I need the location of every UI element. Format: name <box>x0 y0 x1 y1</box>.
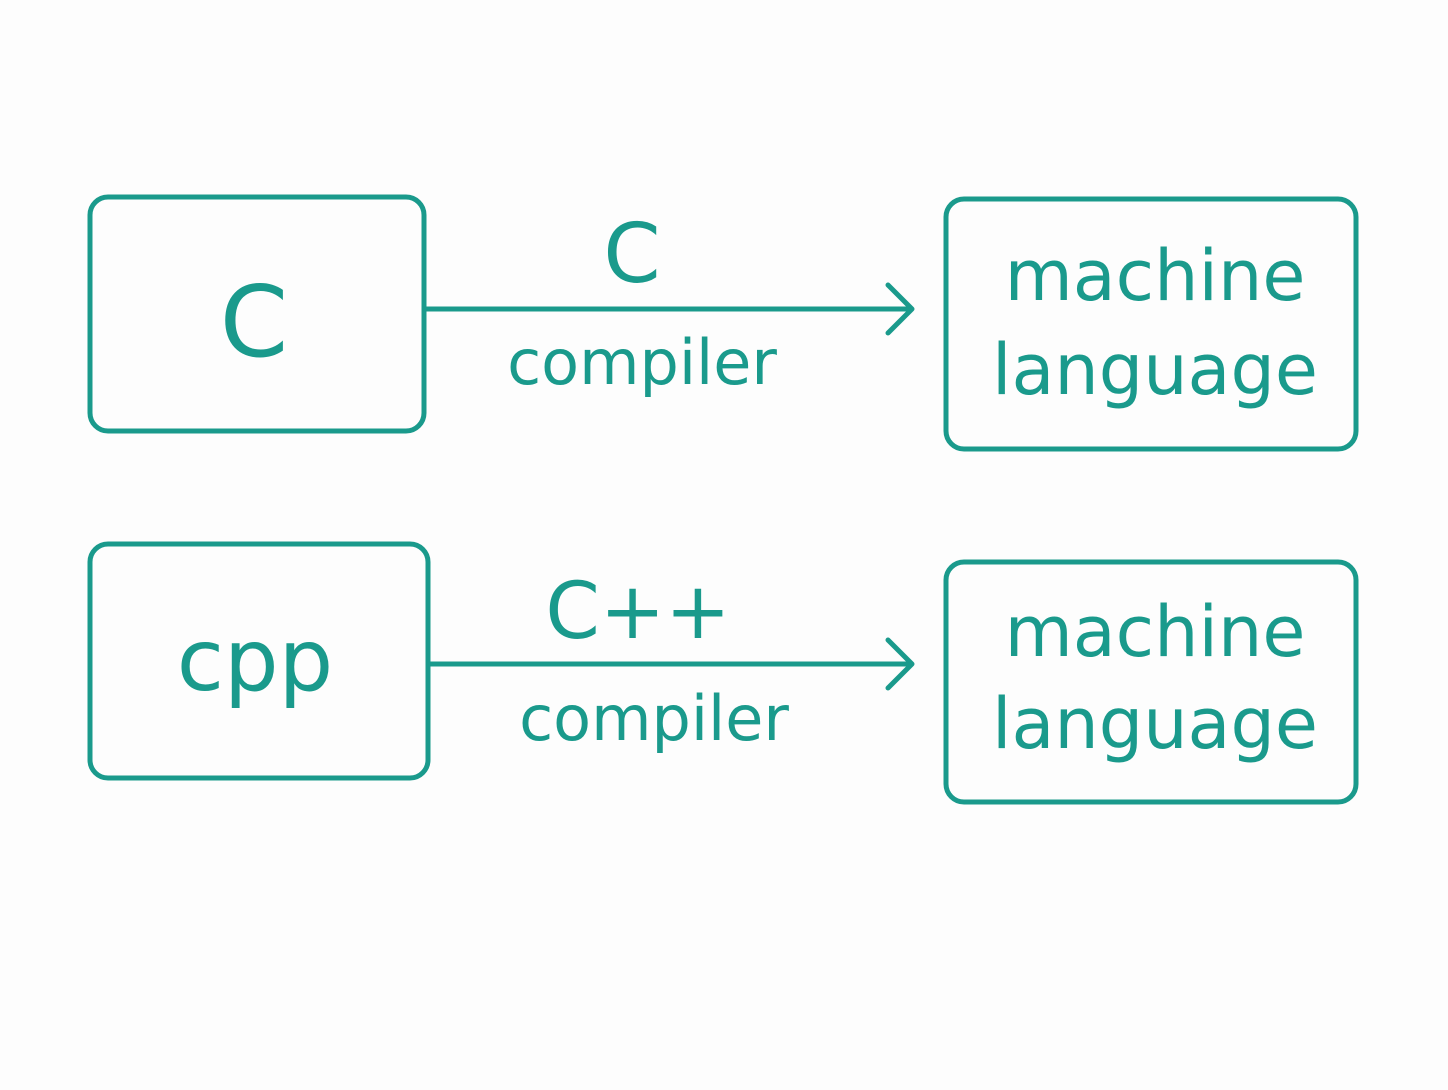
arrow-bottom-label-cpp: compiler <box>519 682 789 755</box>
source-box-c <box>87 194 427 434</box>
source-label-cpp: cpp <box>177 611 333 711</box>
row-c: C C compiler machine language <box>87 194 1359 452</box>
arrow-head-c <box>885 282 915 336</box>
target-line1-c: machine <box>1005 235 1306 317</box>
arrow-top-label-cpp: C++ <box>545 567 730 657</box>
source-box-cpp <box>87 541 431 781</box>
target-line1-cpp: machine <box>1005 591 1306 673</box>
source-label-c: C <box>220 266 288 380</box>
target-box-c <box>943 196 1359 452</box>
arrow-top-label-c: C <box>603 207 660 302</box>
target-line2-cpp: language <box>992 683 1318 765</box>
row-cpp: cpp C++ compiler machine language <box>87 541 1359 805</box>
arrow-bottom-label-c: compiler <box>507 326 777 399</box>
arrow-head-cpp <box>885 637 915 691</box>
target-box-cpp <box>943 559 1359 805</box>
target-line2-c: language <box>992 329 1318 411</box>
